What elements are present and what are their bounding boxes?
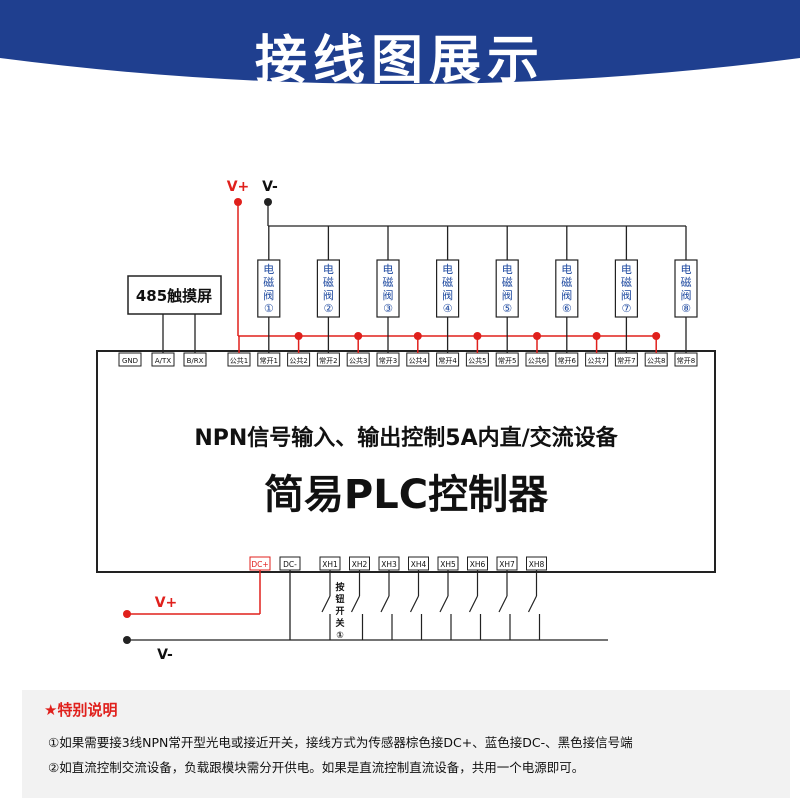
valve-char: ⑤ [502, 302, 512, 315]
controller-title: 简易PLC控制器 [264, 472, 549, 518]
output-terminal-label: 公共1 [230, 356, 248, 365]
output-terminal-label: 公共7 [587, 356, 605, 365]
output-terminal-label: 常开3 [379, 356, 397, 365]
valve-char: 磁 [442, 276, 453, 289]
valve-char: ① [264, 302, 274, 315]
terminal-label-0: GND [122, 357, 138, 365]
v-minus-label-top: V- [262, 179, 278, 195]
output-terminal-label: 常开2 [319, 356, 337, 365]
note-item-2: ②如直流控制交流设备，负载跟模块需分开供电。如果是直流控制直流设备，共用一个电源… [48, 760, 585, 775]
touchscreen-box [127, 275, 222, 315]
valve-char: 磁 [323, 276, 334, 289]
common-junction [592, 332, 601, 340]
valve-char: 电 [502, 263, 513, 276]
output-terminal-label: 常开5 [498, 356, 516, 365]
valve-char: 磁 [263, 276, 274, 289]
switch-contact [468, 595, 479, 613]
switch-contact [439, 595, 449, 613]
terminal-label-2: B/RX [187, 357, 204, 365]
valve-char: ⑧ [681, 302, 691, 315]
controller-subtitle: NPN信号输入、输出控制5A内直/交流设备 [194, 425, 618, 451]
v-plus-label-top: V+ [227, 179, 250, 195]
input-terminal-label: XH7 [499, 560, 515, 569]
output-terminal-label: 常开7 [617, 356, 635, 365]
valve-char: ② [323, 302, 333, 315]
valve-char: 磁 [621, 276, 632, 289]
switch-contact [350, 595, 361, 613]
common-junction [294, 332, 303, 340]
output-terminal-label: 常开6 [558, 356, 577, 365]
note-item-1: ①如果需要接3线NPN常开型光电或接近开关，接线方式为传感器棕色接DC+、蓝色接… [48, 735, 633, 750]
switch-contact [527, 595, 538, 613]
valve-char: ⑥ [562, 302, 572, 315]
switch-contact [409, 595, 420, 613]
valve-char: 阀 [323, 288, 334, 302]
terminal-gnd [118, 352, 142, 367]
switch-label-char: ① [336, 631, 344, 641]
valve-char: 阀 [383, 288, 394, 302]
input-terminal-label: XH2 [352, 560, 368, 569]
v-minus-label-bottom: V- [157, 647, 173, 663]
valve-char: ③ [383, 302, 393, 315]
common-junction [533, 332, 541, 340]
valve-char: 电 [442, 263, 453, 276]
input-terminal-label: XH6 [470, 560, 486, 569]
input-terminal-label: XH8 [529, 560, 545, 569]
valve-char: ⑦ [621, 302, 631, 315]
output-terminal-label: 公共2 [289, 356, 307, 365]
switch-label-char: 按 [335, 581, 344, 593]
common-junction [652, 332, 661, 340]
valve-char: 阀 [681, 288, 692, 302]
valve-char: 电 [263, 263, 274, 276]
notes-panel: ★特别说明 ①如果需要接3线NPN常开型光电或接近开关，接线方式为传感器棕色接D… [22, 690, 790, 798]
valve-char: 阀 [561, 288, 572, 302]
v-plus-label-bottom: V+ [155, 595, 178, 611]
valve-char: 阀 [621, 288, 632, 302]
common-junction [354, 332, 363, 340]
output-terminal-label: 常开4 [438, 356, 457, 365]
power-terminal-label: DC+ [251, 560, 268, 569]
valve-char: 电 [621, 263, 632, 276]
valve-char: 磁 [383, 276, 394, 289]
valve-char: 阀 [502, 288, 513, 302]
valve-char: 电 [323, 263, 334, 276]
touchscreen-label: 485触摸屏 [136, 287, 212, 305]
output-terminal-label: 公共5 [468, 356, 486, 365]
banner-background [0, 0, 800, 112]
switch-label-char: 开 [335, 606, 344, 617]
valve-char: ④ [443, 302, 453, 315]
valve-char: 阀 [442, 288, 453, 302]
input-terminal-label: XH4 [411, 560, 427, 569]
input-terminal-label: XH5 [440, 560, 456, 569]
output-terminal-label: 公共4 [409, 356, 428, 365]
banner: 接线图展示 [0, 0, 800, 112]
notes-title: ★特别说明 [44, 701, 118, 719]
valve-char: 磁 [502, 276, 513, 289]
banner-title: 接线图展示 [254, 31, 545, 91]
valve-char: 阀 [263, 288, 274, 302]
power-terminal-label: DC- [283, 560, 297, 569]
output-terminal-label: 常开8 [677, 356, 695, 365]
switch-contact [380, 595, 390, 613]
switch-label-char: 关 [335, 617, 344, 629]
switch-contact [498, 595, 508, 613]
input-terminal-label: XH3 [381, 560, 397, 569]
terminal-label-1: A/TX [155, 357, 171, 365]
output-terminal-label: 公共3 [349, 356, 367, 365]
valve-char: 电 [383, 263, 394, 276]
valve-char: 磁 [681, 276, 692, 289]
input-terminal-label: XH1 [322, 560, 338, 569]
output-terminal-label: 公共8 [647, 356, 665, 365]
common-junction [473, 332, 482, 340]
output-terminal-label: 常开1 [260, 356, 278, 365]
valve-char: 电 [681, 263, 692, 276]
output-terminal-label: 公共6 [528, 356, 547, 365]
switch-contact [321, 595, 331, 613]
valve-char: 电 [561, 263, 572, 276]
switch-label-char: 钮 [335, 593, 344, 605]
common-junction [413, 332, 422, 340]
valve-char: 磁 [561, 276, 572, 289]
controller-box [96, 350, 716, 573]
